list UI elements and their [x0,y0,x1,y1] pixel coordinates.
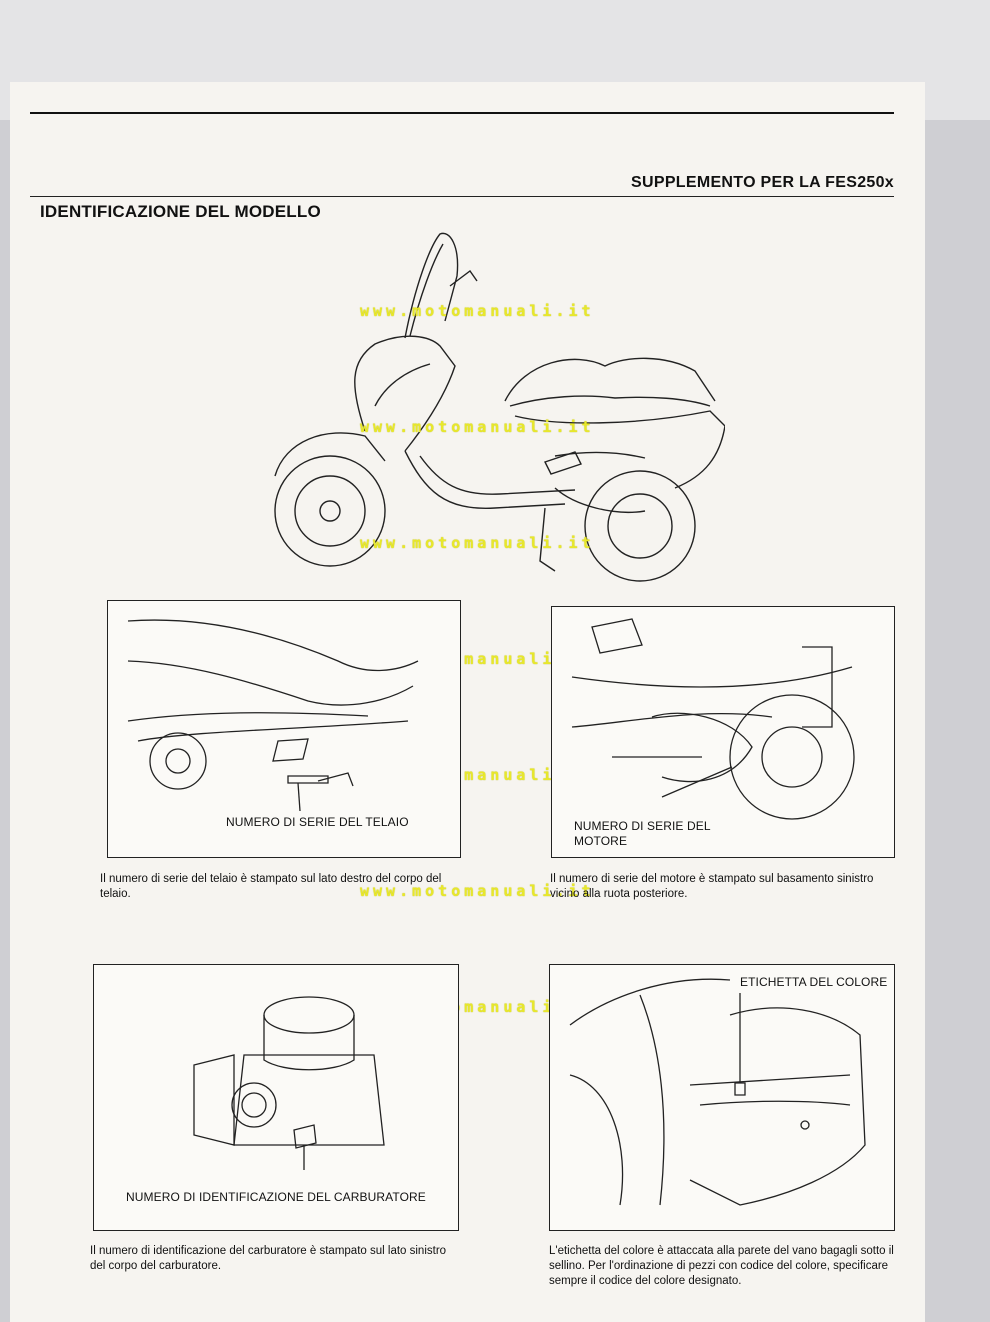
header-rule [30,112,894,114]
supplement-title: SUPPLEMENTO PER LA FES250x [631,174,894,191]
watermark: www.motomanuali.it [360,882,595,900]
frame-serial-figure: NUMERO DI SERIE DEL TELAIO [107,600,461,858]
watermark: www.motomanuali.it [360,418,595,436]
color-label-caption: L'etichetta del colore è attaccata alla … [549,1245,894,1287]
frame-serial-caption: Il numero di serie del telaio è stampato… [100,873,442,900]
engine-diagram [571,618,855,820]
watermark: www.motomanuali.it [360,302,595,320]
carburetor-id-label: NUMERO DI IDENTIFICAZIONE DEL CARBURATOR… [126,1190,426,1204]
engine-serial-label-line1: NUMERO DI SERIE DEL [574,819,711,833]
engine-serial-figure: NUMERO DI SERIE DEL MOTORE [551,606,895,858]
section-title: IDENTIFICAZIONE DEL MODELLO [40,202,321,221]
color-label-label: ETICHETTA DEL COLORE [740,975,888,989]
frame-serial-label: NUMERO DI SERIE DEL TELAIO [226,815,409,829]
watermark: www.motomanuali.it [360,534,595,552]
carburetor-diagram [193,996,385,1170]
scooter-illustration [274,232,725,582]
luggage-compartment-diagram [569,978,866,1206]
header-underline [30,196,894,197]
engine-serial-caption: Il numero di serie del motore è stampato… [550,873,874,900]
engine-serial-label-line2: MOTORE [574,834,628,848]
frame-diagram [127,619,419,812]
color-label-figure: ETICHETTA DEL COLORE [549,964,895,1231]
carburetor-id-figure: NUMERO DI IDENTIFICAZIONE DEL CARBURATOR… [93,964,459,1231]
carburetor-id-caption: Il numero di identificazione del carbura… [90,1245,447,1272]
